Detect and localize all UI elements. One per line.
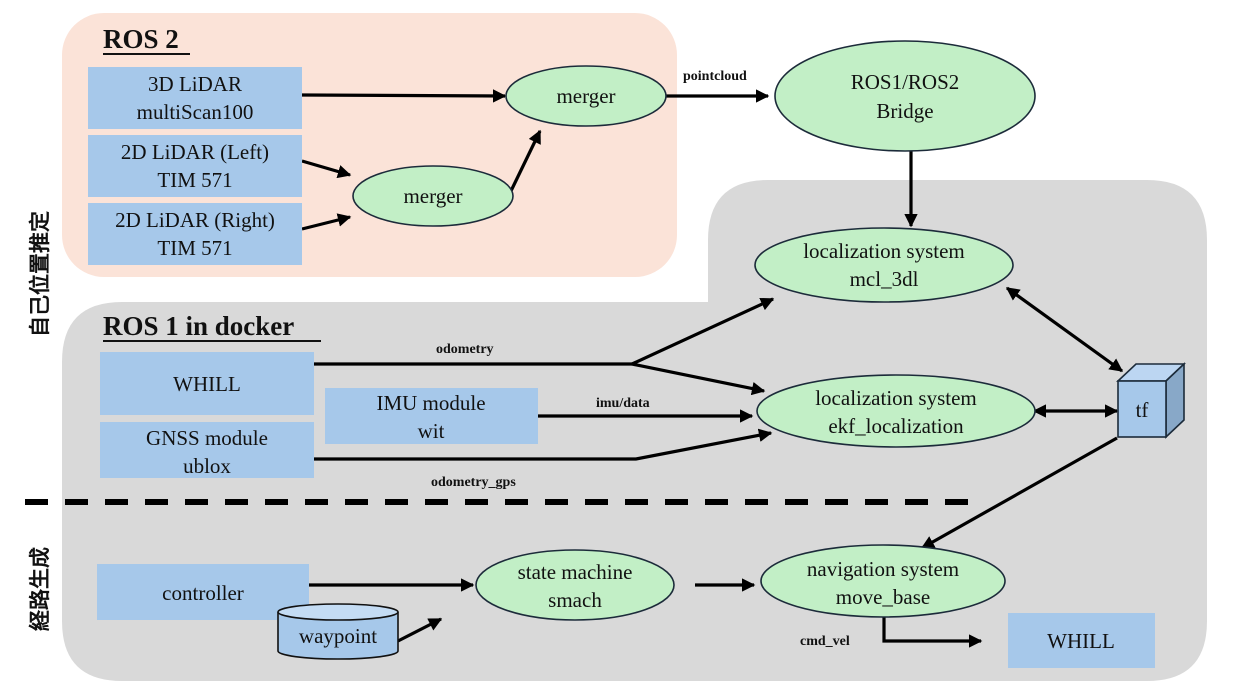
edges [301,89,1124,648]
waypoint-cylinder-body [277,612,399,660]
node-smach-line2: smach [548,588,602,612]
node-merger-top-label: merger [556,84,615,108]
node-mcl-line2: mcl_3dl [850,267,919,291]
node-gnss: GNSS module ublox [100,422,314,478]
waypoint-cylinder-top [277,603,399,621]
node-waypoint-label: waypoint [299,624,377,648]
node-bridge-line2: Bridge [876,99,933,123]
node-mcl-line1: localization system [803,239,965,263]
node-ekf: localization system ekf_localization [756,374,1036,448]
node-lidar2d-left: 2D LiDAR (Left) TIM 571 [88,135,302,197]
node-lidar3d-line2: multiScan100 [137,100,254,124]
edge-move-base-to-whill-cmd-vel [882,617,983,648]
edge-label-odometry-gps: odometry_gps [431,475,516,490]
edge-lidar3d-to-merger-top [301,89,507,103]
node-ekf-line1: localization system [815,386,977,410]
node-tf-label: tf [1136,398,1149,422]
edge-label-imu-data: imu/data [596,396,650,411]
node-imu: IMU module wit [325,388,538,444]
node-controller-label: controller [162,581,244,605]
edge-lidar2d-right-to-merger-bottom [301,213,352,231]
node-ekf-line2: ekf_localization [828,414,964,438]
node-smach: state machine smach [475,549,675,621]
node-lidar3d: 3D LiDAR multiScan100 [88,67,302,129]
node-lidar2d-left-line1: 2D LiDAR (Left) [121,140,269,164]
node-whill-input: WHILL [100,352,314,415]
edge-tf-to-move-base [920,436,1118,550]
node-whill-output-label: WHILL [1047,629,1115,653]
node-imu-line2: wit [418,419,445,443]
node-smach-line1: state machine [518,560,633,584]
node-bridge-line1: ROS1/ROS2 [851,70,960,94]
node-lidar2d-left-line2: TIM 571 [157,168,232,192]
edge-odometry-to-ekf [631,362,766,396]
node-lidar2d-right: 2D LiDAR (Right) TIM 571 [88,203,302,265]
node-waypoint: waypoint [277,603,399,660]
node-move-base: navigation system move_base [760,544,1006,618]
side-label-path-planning: 経路生成 [28,547,52,631]
node-move-base-line2: move_base [836,585,930,609]
node-controller: controller [97,564,309,620]
node-gnss-line1: GNSS module [146,426,268,450]
tf-cube-front [1117,380,1167,438]
edge-label-odometry: odometry [436,342,494,357]
ros1-group-title: ROS 1 in docker [103,311,294,341]
node-whill-output: WHILL [1008,613,1155,668]
edge-odometry-to-mcl [631,297,775,366]
edge-lidar2d-left-to-merger-bottom [301,159,352,179]
edge-merger-bottom-to-merger-top [508,129,542,194]
node-merger-top: merger [505,65,667,127]
edge-waypoint-to-smach [397,617,443,643]
node-lidar3d-line1: 3D LiDAR [148,72,242,96]
node-move-base-line1: navigation system [807,557,959,581]
edge-label-pointcloud: pointcloud [683,69,747,84]
node-lidar2d-right-line2: TIM 571 [157,236,232,260]
side-label-localization: 自己位置推定 [28,211,52,337]
node-imu-line1: IMU module [376,391,485,415]
edge-mcl-tf-bidirectional [1005,286,1124,373]
node-merger-bottom: merger [352,165,514,227]
node-mcl: localization system mcl_3dl [754,227,1014,303]
node-merger-bottom-label: merger [403,184,462,208]
ros2-group-title: ROS 2 [103,24,179,54]
node-tf: tf [1115,362,1187,439]
edge-gnss-to-ekf [314,428,773,461]
node-whill-input-label: WHILL [173,372,241,396]
edge-label-cmd-vel: cmd_vel [800,634,850,649]
node-bridge: ROS1/ROS2 Bridge [774,40,1036,152]
node-lidar2d-right-line1: 2D LiDAR (Right) [115,208,275,232]
node-gnss-line2: ublox [183,454,231,478]
